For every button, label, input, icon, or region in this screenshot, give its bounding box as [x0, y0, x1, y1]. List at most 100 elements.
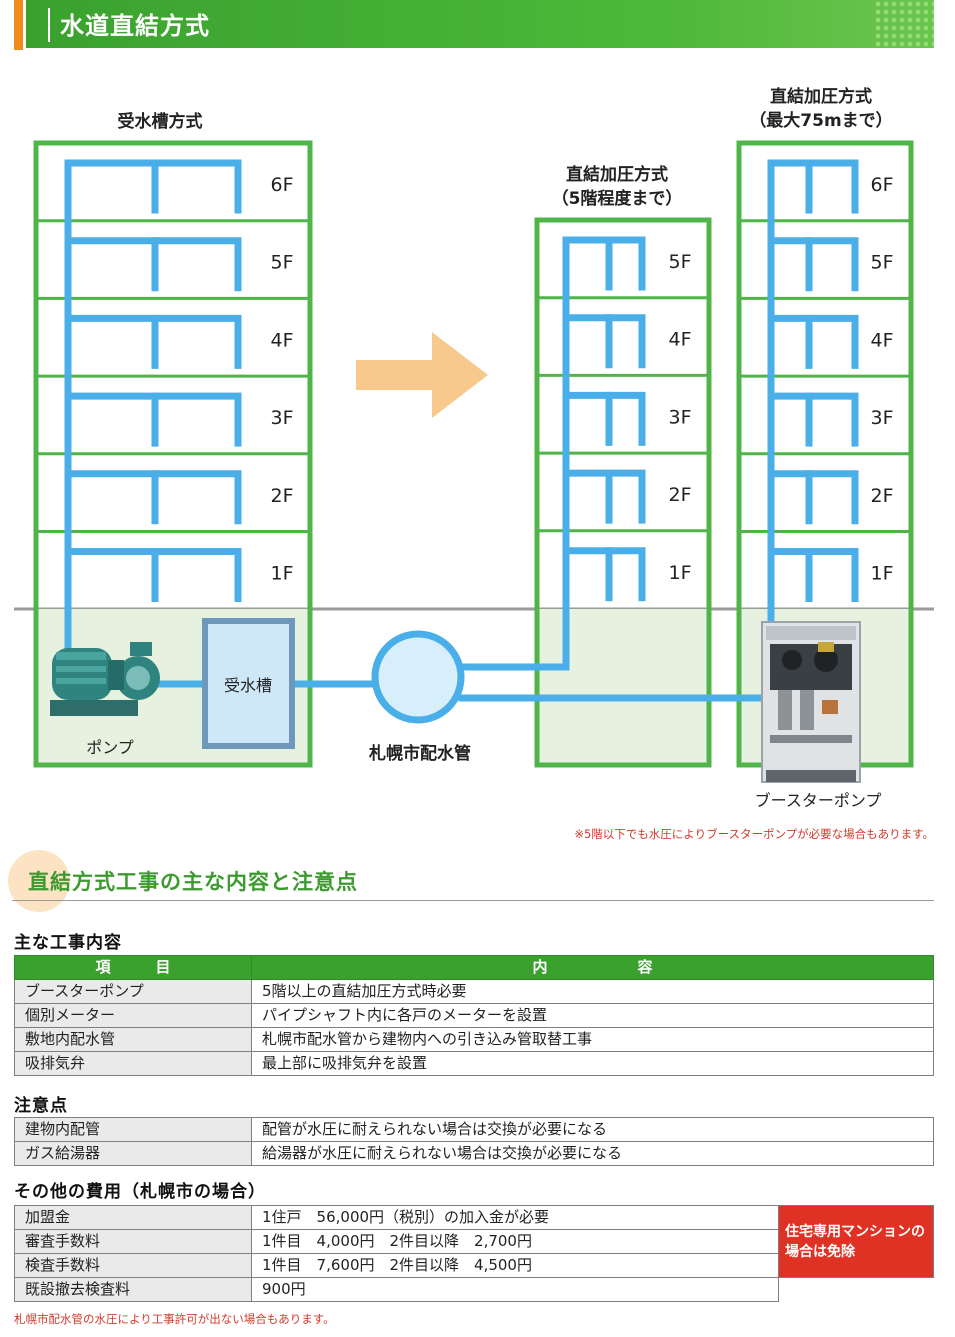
booster-pump-icon	[761, 621, 861, 783]
section-title-circle-decoration	[8, 850, 70, 912]
building-b-branch-pipe	[562, 469, 646, 524]
building-a-branch-pipe	[64, 392, 242, 447]
works-col-content: 内 容	[251, 955, 934, 980]
building-c-floor-label: 2F	[870, 485, 893, 507]
building-b-branch-pipe	[562, 391, 646, 446]
building-a-floor-label: 6F	[270, 174, 293, 196]
building-a-floor-label: 5F	[270, 252, 293, 274]
header-bar: 水道直結方式	[26, 0, 934, 48]
receiving-tank: 受水槽	[202, 618, 295, 749]
works-table-header: 項 目 内 容	[14, 955, 934, 980]
works-content: 札幌市配水管から建物内への引き込み管取替工事	[251, 1027, 934, 1052]
costs-content: 900円	[251, 1277, 779, 1302]
section-title: 直結方式工事の主な内容と注意点	[28, 870, 358, 894]
building-a-floor-label: 2F	[270, 485, 293, 507]
footer-note: 札幌市配水管の水圧により工事許可が出ない場合もあります。	[14, 1312, 335, 1326]
main-pipe-icon	[371, 630, 465, 724]
building-c-branch-pipe	[767, 314, 859, 369]
costs-item: 既設撤去検査料	[14, 1277, 252, 1302]
building-c-floor-label: 4F	[870, 329, 893, 351]
building-b-branch-pipe	[562, 314, 646, 369]
building-a-title: 受水槽方式	[118, 111, 203, 132]
building-a-branch-pipe	[64, 237, 242, 292]
cautions-item: ガス給湯器	[14, 1141, 252, 1166]
building-c-floor-label: 3F	[870, 407, 893, 429]
building-a-branch-pipe	[64, 314, 242, 369]
building-a-branch-pipe	[64, 470, 242, 525]
building-c-floor-label: 6F	[870, 174, 893, 196]
building-a-floor-label: 3F	[270, 407, 293, 429]
receiving-tank-label: 受水槽	[224, 676, 272, 695]
building-b-branch-pipe	[562, 547, 646, 602]
building-c-title-line1: 直結加圧方式	[770, 86, 872, 107]
supply-pipes	[64, 161, 775, 702]
works-item: ブースターポンプ	[14, 979, 252, 1004]
building-c-branch-pipe	[767, 548, 859, 602]
building-b-floor-label: 5F	[668, 251, 691, 273]
cautions-row: 建物内配管配管が水圧に耐えられない場合は交換が必要になる	[14, 1117, 934, 1142]
building-b-floor-label: 3F	[668, 406, 691, 428]
works-heading: 主な工事内容	[14, 933, 122, 953]
building-c-branch-pipe	[767, 392, 859, 447]
pump-icon	[50, 642, 160, 716]
costs-item: 検査手数料	[14, 1253, 252, 1278]
building-c-branch-pipe	[767, 237, 859, 292]
works-content: パイプシャフト内に各戸のメーターを設置	[251, 1003, 934, 1028]
header-separator	[48, 8, 50, 42]
costs-content: 1件目 4,000円 2件目以降 2,700円	[251, 1229, 779, 1254]
dot-pattern-decoration	[874, 0, 934, 48]
cautions-item: 建物内配管	[14, 1117, 252, 1142]
works-item: 敷地内配水管	[14, 1027, 252, 1052]
building-c-floor-label: 1F	[870, 563, 893, 585]
building-b-floor-label: 2F	[668, 484, 691, 506]
building-c-branch-pipe	[767, 159, 859, 214]
building-c-floor-label: 5F	[870, 252, 893, 274]
section-title-rule	[12, 900, 934, 901]
section-header: 水道直結方式	[14, 0, 934, 50]
works-item: 個別メーター	[14, 1003, 252, 1028]
building-a-branch-pipe	[64, 548, 242, 602]
works-content: 5階以上の直結加圧方式時必要	[251, 979, 934, 1004]
works-row: 個別メーターパイプシャフト内に各戸のメーターを設置	[14, 1003, 934, 1028]
building-a-frame	[33, 140, 313, 768]
header-accent	[14, 0, 23, 50]
building-c-title-line2: （最大75mまで）	[749, 110, 892, 131]
building-b-branch-pipe	[562, 236, 646, 291]
costs-content: 1件目 7,600円 2件目以降 4,500円	[251, 1253, 779, 1278]
cautions-heading: 注意点	[14, 1096, 68, 1116]
works-content: 最上部に吸排気弁を設置	[251, 1051, 934, 1076]
cautions-content: 給湯器が水圧に耐えられない場合は交換が必要になる	[251, 1141, 934, 1166]
main-pipe-label: 札幌市配水管	[368, 743, 471, 764]
exempt-badge: 住宅専用マンションの場合は免除	[778, 1205, 934, 1278]
building-a-floor-label: 1F	[270, 563, 293, 585]
city-main-pipe: 札幌市配水管	[368, 630, 471, 764]
costs-heading: その他の費用（札幌市の場合）	[14, 1182, 266, 1202]
cautions-content: 配管が水圧に耐えられない場合は交換が必要になる	[251, 1117, 934, 1142]
works-item: 吸排気弁	[14, 1051, 252, 1076]
works-row: 敷地内配水管札幌市配水管から建物内への引き込み管取替工事	[14, 1027, 934, 1052]
costs-empty-cell	[778, 1277, 934, 1302]
costs-content: 1住戸 56,000円（税別）の加入金が必要	[251, 1205, 779, 1230]
booster-pump-label: ブースターポンプ	[755, 791, 882, 810]
arrow-right-icon	[356, 332, 488, 418]
booster-note: ※5階以下でも水圧によりブースターポンプが必要な場合もあります。	[574, 827, 934, 841]
receiving-tank-box	[202, 618, 295, 749]
costs-item: 審査手数料	[14, 1229, 252, 1254]
costs-item: 加盟金	[14, 1205, 252, 1230]
building-b-floor-label: 1F	[668, 562, 691, 584]
water-supply-diagram: 6F 5F 4F 3F 2F 1F 受水槽方式 5F 4F 3F 2F 1F 直結加圧方式 （5階…	[14, 86, 934, 841]
building-b-title-line2: （5階程度まで）	[552, 188, 683, 209]
cautions-row: ガス給湯器給湯器が水圧に耐えられない場合は交換が必要になる	[14, 1141, 934, 1166]
building-c-branch-pipe	[767, 470, 859, 525]
cautions-table: 建物内配管配管が水圧に耐えられない場合は交換が必要になるガス給湯器給湯器が水圧に…	[14, 1117, 934, 1166]
building-a-floor-label: 4F	[270, 329, 293, 351]
building-b-title-line1: 直結加圧方式	[566, 164, 668, 185]
building-b-floor-label: 4F	[668, 329, 691, 351]
works-col-item: 項 目	[14, 955, 252, 980]
